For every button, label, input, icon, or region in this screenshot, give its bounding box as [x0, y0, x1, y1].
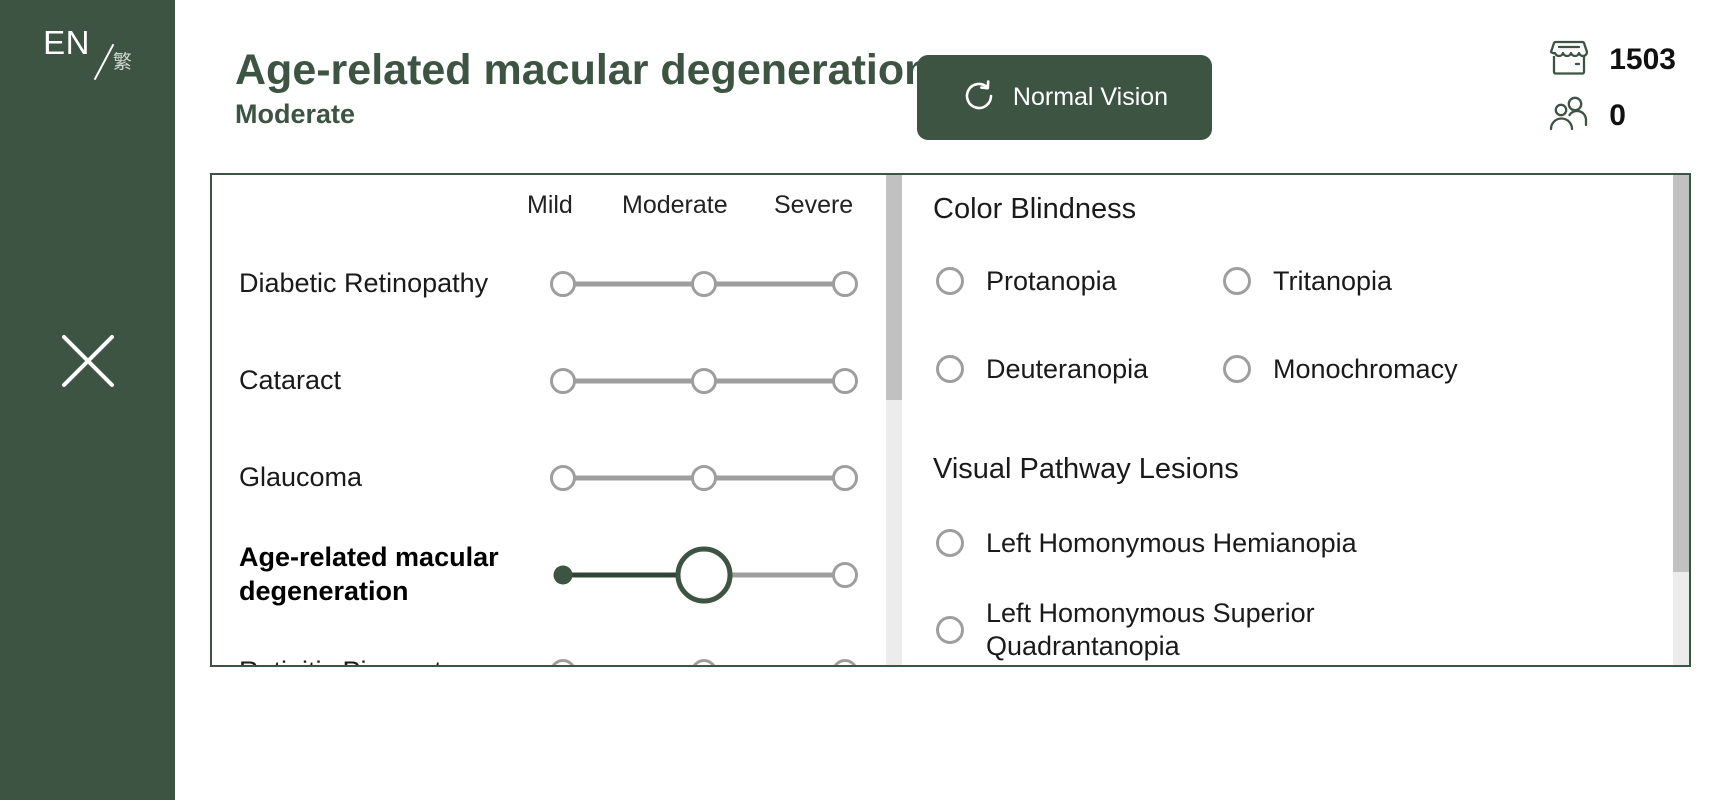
language-toggle[interactable]: EN 繁: [0, 26, 175, 72]
close-icon[interactable]: [60, 333, 116, 389]
main-area: Age-related macular degeneration Moderat…: [175, 0, 1732, 800]
radio-label: Left Homonymous Superior Quadrantanopia: [986, 598, 1315, 661]
condition-row[interactable]: Cataract: [212, 332, 902, 429]
normal-vision-label: Normal Vision: [1012, 83, 1169, 111]
severity-slider[interactable]: [549, 546, 859, 603]
radio-option-protanopia[interactable]: Protanopia: [936, 265, 1117, 298]
slider-thumb-severe[interactable]: [832, 464, 858, 491]
severity-label-mild: Mild: [527, 191, 573, 219]
store-counter: 1503: [1543, 38, 1676, 82]
slider-thumb-moderate[interactable]: [691, 270, 717, 297]
title-block: Age-related macular degeneration Moderat…: [235, 46, 931, 129]
right-panel-scroll-thumb[interactable]: [1673, 175, 1689, 572]
condition-row[interactable]: Diabetic Retinopathy: [212, 235, 902, 332]
radio-circle-icon[interactable]: [936, 529, 964, 558]
condition-row[interactable]: Glaucoma: [212, 429, 902, 526]
radio-option-tritanopia[interactable]: Tritanopia: [1223, 265, 1392, 298]
conditions-panel: Mild Moderate Severe Diabetic Retinopath…: [212, 175, 902, 665]
page-subtitle: Moderate: [235, 98, 356, 129]
right-panel-scrollbar[interactable]: [1673, 175, 1689, 665]
page-title: Age-related macular degeneration: [235, 46, 931, 94]
radio-circle-icon[interactable]: [936, 267, 964, 296]
severity-header: Mild Moderate Severe: [212, 191, 902, 231]
people-counter: 0: [1543, 94, 1676, 138]
left-panel-scrollbar[interactable]: [886, 175, 902, 665]
section-title-color-blindness: Color Blindness: [933, 193, 1137, 225]
slider-thumb-mild[interactable]: [550, 367, 576, 394]
header: Age-related macular degeneration Moderat…: [175, 0, 1732, 170]
radio-option-deuteranopia[interactable]: Deuteranopia: [936, 353, 1148, 386]
slider-thumb-mild[interactable]: [550, 658, 576, 665]
slider-thumb-severe[interactable]: [832, 658, 858, 665]
store-icon: [1543, 38, 1595, 82]
condition-name: Retinitis Pigmentosa: [239, 655, 539, 665]
vision-options-panel: Color Blindness Protanopia Tritanopia De…: [903, 175, 1689, 665]
panel-divider: [902, 175, 903, 665]
reset-icon: [961, 78, 997, 117]
severity-label-severe: Severe: [774, 191, 854, 219]
condition-name: Glaucoma: [239, 461, 363, 492]
sidebar: EN 繁: [0, 0, 175, 800]
radio-circle-icon[interactable]: [1223, 355, 1251, 384]
left-panel-scroll-thumb[interactable]: [886, 175, 902, 401]
severity-slider[interactable]: [549, 264, 859, 304]
people-counter-value: 0: [1609, 99, 1626, 132]
slider-thumb-moderate[interactable]: [691, 658, 717, 665]
radio-label: Deuteranopia: [986, 354, 1149, 384]
radio-option-left-homonymous-superior-quadrantanopia[interactable]: Left Homonymous Superior Quadrantanopia: [936, 597, 1315, 663]
condition-row-active[interactable]: Age-related macular degeneration: [212, 526, 902, 623]
counters: 1503 0: [1543, 38, 1676, 138]
radio-label: Protanopia: [986, 266, 1117, 296]
slider-fill: [563, 572, 704, 577]
condition-name: Cataract: [239, 364, 342, 395]
section-title-visual-pathway-lesions: Visual Pathway Lesions: [933, 453, 1239, 485]
condition-name: Diabetic Retinopathy: [239, 267, 489, 298]
slider-thumb-mild[interactable]: [553, 565, 573, 584]
radio-circle-icon[interactable]: [936, 355, 964, 384]
severity-slider[interactable]: [549, 458, 859, 498]
normal-vision-button[interactable]: Normal Vision: [917, 55, 1212, 140]
condition-row[interactable]: Retinitis Pigmentosa: [212, 623, 902, 665]
severity-slider[interactable]: [549, 361, 859, 401]
slider-thumb-moderate[interactable]: [691, 367, 717, 394]
condition-name: Age-related macular degeneration: [239, 541, 499, 606]
slider-thumb-moderate[interactable]: [691, 464, 717, 491]
slider-thumb-moderate[interactable]: [675, 546, 733, 603]
radio-option-left-homonymous-hemianopia[interactable]: Left Homonymous Hemianopia: [936, 527, 1357, 560]
slider-thumb-severe[interactable]: [832, 270, 858, 297]
store-counter-value: 1503: [1609, 43, 1676, 76]
radio-label: Tritanopia: [1273, 266, 1393, 296]
radio-option-monochromacy[interactable]: Monochromacy: [1223, 353, 1458, 386]
people-icon: [1543, 94, 1595, 138]
severity-label-moderate: Moderate: [622, 191, 728, 219]
slider-thumb-severe[interactable]: [832, 561, 858, 588]
language-toggle-zh: 繁: [112, 52, 132, 73]
severity-slider[interactable]: [549, 652, 859, 665]
radio-circle-icon[interactable]: [936, 615, 964, 644]
radio-label: Left Homonymous Hemianopia: [986, 528, 1357, 558]
language-toggle-en: EN: [43, 24, 90, 61]
panels-container: Mild Moderate Severe Diabetic Retinopath…: [210, 173, 1691, 667]
slider-thumb-mild[interactable]: [550, 270, 576, 297]
radio-circle-icon[interactable]: [1223, 267, 1251, 296]
slider-thumb-mild[interactable]: [550, 464, 576, 491]
language-toggle-slash-icon: [91, 26, 117, 72]
radio-label: Monochromacy: [1273, 354, 1458, 384]
slider-thumb-severe[interactable]: [832, 367, 858, 394]
